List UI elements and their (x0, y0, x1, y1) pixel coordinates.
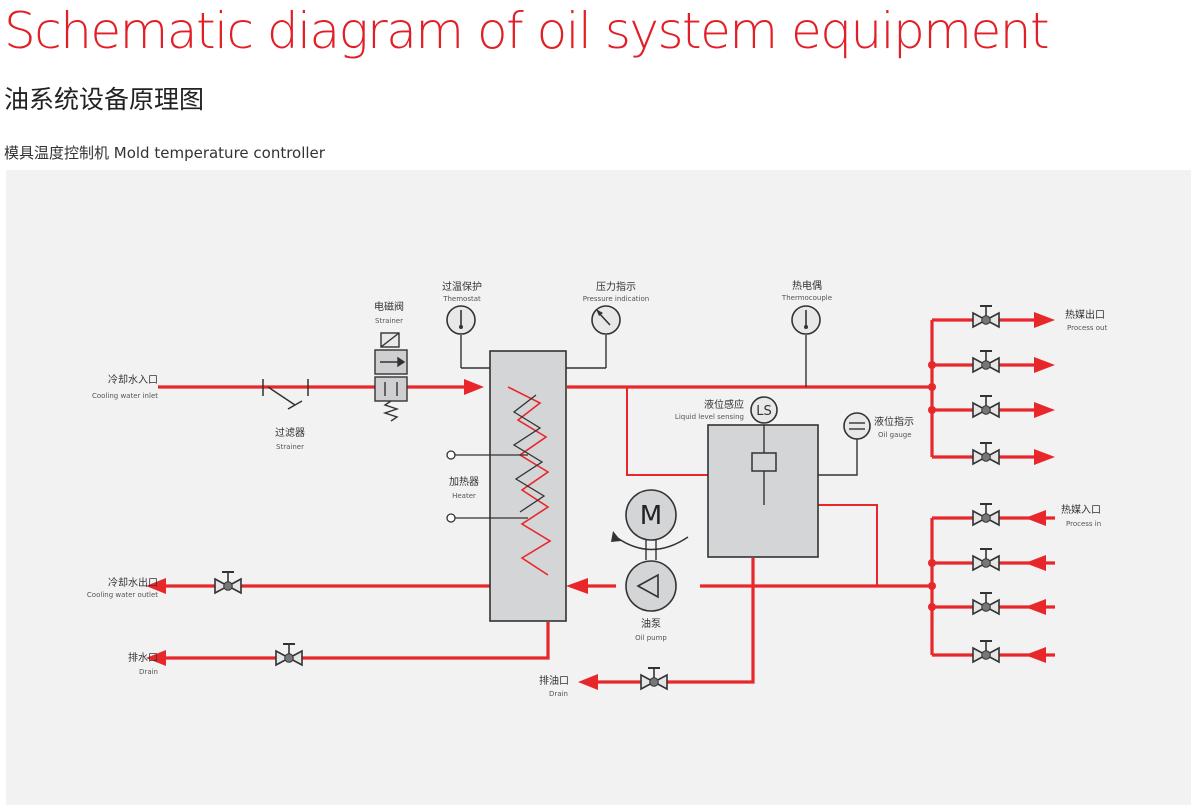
process-in-label: 热媒入口 (1061, 503, 1101, 516)
page-title: Schematic diagram of oil system equipmen… (4, 2, 1050, 60)
solenoid-valve-label: 电磁阀 (374, 300, 404, 313)
thermocouple-label-en: Thermocouple (781, 294, 832, 302)
pressure-indication-label: 压力指示 (596, 280, 636, 293)
ls-label: LS (756, 404, 772, 419)
solenoid-valve-label-en: Strainer (375, 317, 403, 325)
motor: M (611, 489, 689, 560)
oil-pump-label: 油泵 (641, 617, 661, 630)
oil-gauge-label: 液位指示 (874, 415, 914, 428)
oil-pump-label-en: Oil pump (635, 634, 667, 642)
oil-gauge-label-en: Oil gauge (878, 431, 912, 439)
oil-tank: LS (707, 396, 819, 558)
oil-drain-label: 排油口 (539, 674, 569, 687)
strainer-label-en: Strainer (276, 443, 304, 451)
thermostat-gauge (446, 305, 490, 369)
solenoid-valve (374, 332, 408, 422)
drain-label: 排水口 (128, 651, 158, 664)
cooling-water-inlet-label: 冷却水入口 (108, 373, 158, 386)
cooling-water-inlet-label-en: Cooling water inlet (92, 392, 158, 400)
page-subtitle: 油系统设备原理图 (4, 85, 205, 114)
thermostat-label: 过温保护 (442, 280, 482, 293)
process-in-label-en: Process in (1066, 520, 1101, 528)
process-out-label-en: Process out (1067, 324, 1107, 332)
thermostat-label-en: Themostat (442, 295, 481, 303)
thermocouple-gauge (791, 305, 821, 387)
cooling-water-outlet-label: 冷却水出口 (108, 576, 158, 589)
liquid-level-sensing-label: 液位感应 (704, 398, 744, 411)
valves (214, 305, 1000, 690)
pressure-indication-label-en: Pressure indication (583, 295, 649, 303)
pipe-network (158, 318, 1055, 684)
process-out-label: 热媒出口 (1065, 308, 1105, 321)
heater-label-en: Heater (452, 492, 476, 500)
diagram-caption: 模具温度控制机 Mold temperature controller (4, 144, 325, 162)
oil-drain-label-en: Drain (549, 690, 568, 698)
tank-branch-lines (626, 387, 878, 586)
pressure-gauge (566, 305, 621, 369)
oil-gauge (818, 412, 871, 476)
diagram-labels: 冷却水入口 Cooling water inlet 过滤器 Strainer 电… (87, 279, 1108, 698)
strainer-label: 过滤器 (275, 426, 305, 439)
motor-label: M (640, 501, 662, 531)
liquid-level-sensing-label-en: Liquid level sensing (675, 413, 744, 421)
heater-label: 加热器 (449, 475, 479, 488)
drain-label-en: Drain (139, 668, 158, 676)
diagram-panel (6, 170, 1191, 805)
strainer-symbol (262, 379, 309, 410)
junction-dots (928, 361, 936, 611)
oil-pump (625, 560, 677, 612)
thermocouple-label: 热电偶 (792, 279, 822, 292)
cooling-water-outlet-label-en: Cooling water outlet (87, 591, 158, 599)
flow-arrows (146, 312, 1055, 690)
heater-exchanger (446, 350, 567, 622)
